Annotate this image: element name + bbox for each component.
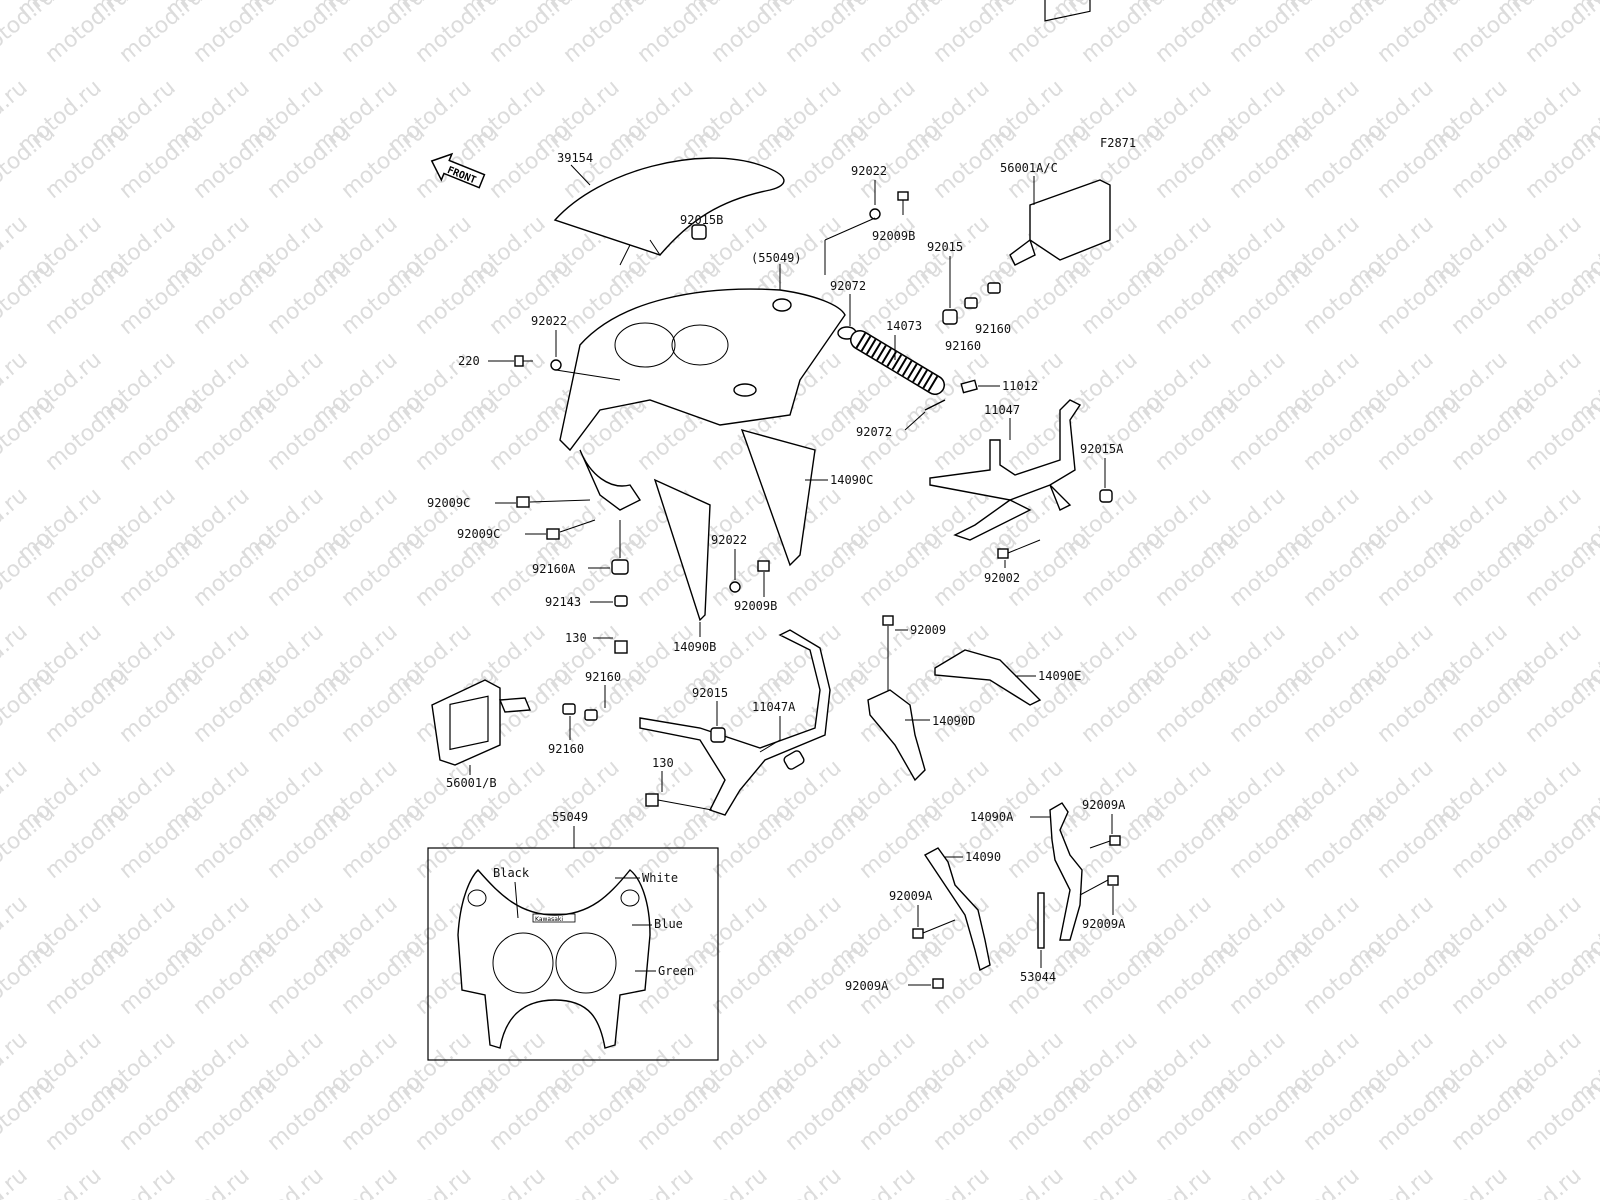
collar-92160-c	[562, 703, 576, 715]
bolt-92002	[997, 539, 1041, 559]
bolt-92009B-top	[897, 191, 909, 215]
label-92009B-top: 92009B	[872, 229, 915, 243]
label-92009A-d: 92009A	[845, 979, 889, 993]
label-92160-c: 92160	[585, 670, 621, 684]
nut-92143	[614, 595, 628, 607]
label-92002: 92002	[984, 571, 1020, 585]
label-92022-left: 92022	[531, 314, 567, 328]
collar-92160-d	[584, 709, 598, 721]
label-92015A: 92015A	[1080, 442, 1124, 456]
kawasaki-logo: Kawasaki	[535, 916, 563, 923]
label-11047: 11047	[984, 403, 1020, 417]
stay-11047A	[639, 629, 831, 816]
label-92009A-c: 92009A	[1082, 917, 1126, 931]
label-92143: 92143	[545, 595, 581, 609]
label-92009C-a: 92009C	[427, 496, 470, 510]
label-55049-paren: (55049)	[751, 251, 802, 265]
screw-220	[514, 355, 533, 367]
cowl-front-view: Kawasaki	[457, 868, 651, 1049]
label-55049: 55049	[552, 810, 588, 824]
label-92022-top: 92022	[851, 164, 887, 178]
collar-92160-a	[964, 297, 978, 309]
label-14090B: 14090B	[673, 640, 716, 654]
label-92072-a: 92072	[830, 279, 866, 293]
bolt-92009A-a	[1109, 835, 1121, 846]
label-92072-b: 92072	[856, 425, 892, 439]
label-92009: 92009	[910, 623, 946, 637]
hose-14073	[850, 330, 945, 395]
mirror-right-56001AC	[1009, 0, 1111, 266]
label-92160-b: 92160	[945, 339, 981, 353]
label-92022-mid: 92022	[711, 533, 747, 547]
panel-14090B	[653, 478, 711, 622]
front-arrow-icon: FRONT	[430, 152, 486, 189]
bolt-92009B-mid	[757, 560, 770, 572]
bolt-92009A-c	[1107, 875, 1119, 886]
grommet-92015B	[691, 224, 707, 240]
pad-11012	[960, 379, 978, 394]
label-14090C: 14090C	[830, 473, 873, 487]
bolt-92009C-a	[516, 496, 530, 508]
color-blue-label: Blue	[654, 917, 683, 931]
label-14073: 14073	[886, 319, 922, 333]
label-92015-top: 92015	[927, 240, 963, 254]
label-92160A: 92160A	[532, 562, 576, 576]
bolt-92009	[882, 615, 894, 626]
label-56001B: 56001/B	[446, 776, 497, 790]
label-14090A: 14090A	[970, 810, 1014, 824]
label-39154: 39154	[557, 151, 593, 165]
bolt-92009A-d	[932, 978, 944, 989]
label-14090D: 14090D	[932, 714, 975, 728]
label-92015-mid: 92015	[692, 686, 728, 700]
label-92160-d: 92160	[548, 742, 584, 756]
collar-92160A	[611, 559, 629, 575]
washer-92022-top	[869, 208, 881, 220]
label-92009A-b: 92009A	[889, 889, 933, 903]
label-11047A: 11047A	[752, 700, 796, 714]
washer-92022-mid	[729, 581, 741, 593]
label-130-b: 130	[652, 756, 674, 770]
label-92009C-b: 92009C	[457, 527, 500, 541]
label-11012: 11012	[1002, 379, 1038, 393]
panel-14090D	[867, 689, 926, 782]
washer-92022-left	[550, 359, 562, 371]
panel-14090E	[934, 649, 1042, 706]
color-white-label: White	[642, 871, 678, 885]
mirror-left-56001B	[431, 679, 532, 766]
windshield-39154	[553, 157, 785, 266]
bolt-130-a	[614, 640, 628, 654]
label-53044: 53044	[1020, 970, 1056, 984]
label-14090E: 14090E	[1038, 669, 1081, 683]
grommet-92015-mid	[710, 727, 726, 743]
label-14090: 14090	[965, 850, 1001, 864]
tie-92072-b	[924, 399, 946, 411]
label-220: 220	[458, 354, 480, 368]
strip-53044	[1037, 892, 1045, 949]
panel-14090C	[740, 428, 816, 567]
label-130-a: 130	[565, 631, 587, 645]
label-92160-a: 92160	[975, 322, 1011, 336]
color-black-label: Black	[493, 866, 530, 880]
color-inset-box	[427, 847, 719, 1061]
figure-code: F2871	[1100, 136, 1136, 150]
color-green-label: Green	[658, 964, 694, 978]
bolt-92009A-b	[912, 928, 924, 939]
upper-cowl	[559, 288, 846, 511]
label-92015B: 92015B	[680, 213, 723, 227]
label-92009A-a: 92009A	[1082, 798, 1126, 812]
bracket-14090A	[1049, 802, 1083, 941]
label-56001AC: 56001A/C	[1000, 161, 1058, 175]
bolt-92009C-b	[546, 528, 560, 540]
grommet-92015A	[1099, 489, 1113, 503]
bolt-130-b	[645, 793, 659, 807]
grommet-92015-top	[942, 309, 958, 325]
collar-92160-b	[987, 282, 1001, 294]
stay-11047	[929, 399, 1082, 541]
label-92009B-mid: 92009B	[734, 599, 777, 613]
bracket-14090	[923, 847, 991, 972]
